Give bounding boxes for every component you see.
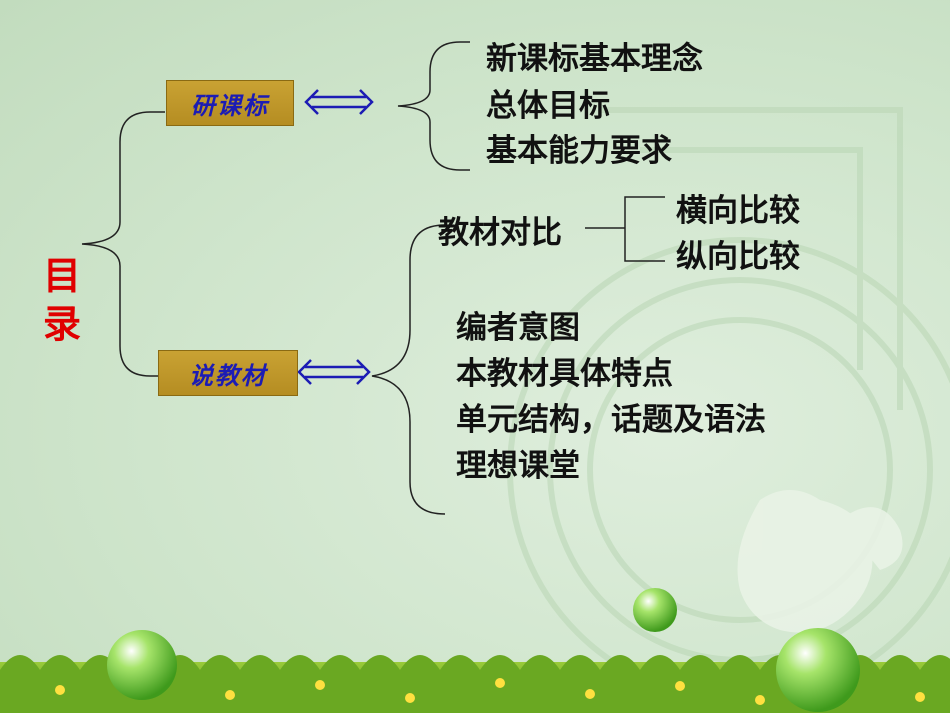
section-box-curriculum[interactable]: 研课标 bbox=[166, 80, 294, 126]
textbook-item-4: 理想课堂 bbox=[456, 448, 580, 484]
comparison-item-2: 纵向比较 bbox=[676, 239, 800, 275]
textbook-item-2: 本教材具体特点 bbox=[456, 356, 673, 392]
textbook-item-3: 单元结构，话题及语法 bbox=[456, 402, 766, 438]
curriculum-item-2: 总体目标 bbox=[486, 88, 610, 124]
comparison-label: 教材对比 bbox=[438, 215, 562, 251]
page-title: 目录 bbox=[42, 254, 81, 346]
textbook-item-1: 编者意图 bbox=[456, 310, 580, 346]
section-box-textbook[interactable]: 说教材 bbox=[158, 350, 298, 396]
curriculum-item-3: 基本能力要求 bbox=[486, 133, 672, 169]
comparison-item-1: 横向比较 bbox=[676, 193, 800, 229]
curriculum-item-1: 新课标基本理念 bbox=[486, 41, 703, 77]
